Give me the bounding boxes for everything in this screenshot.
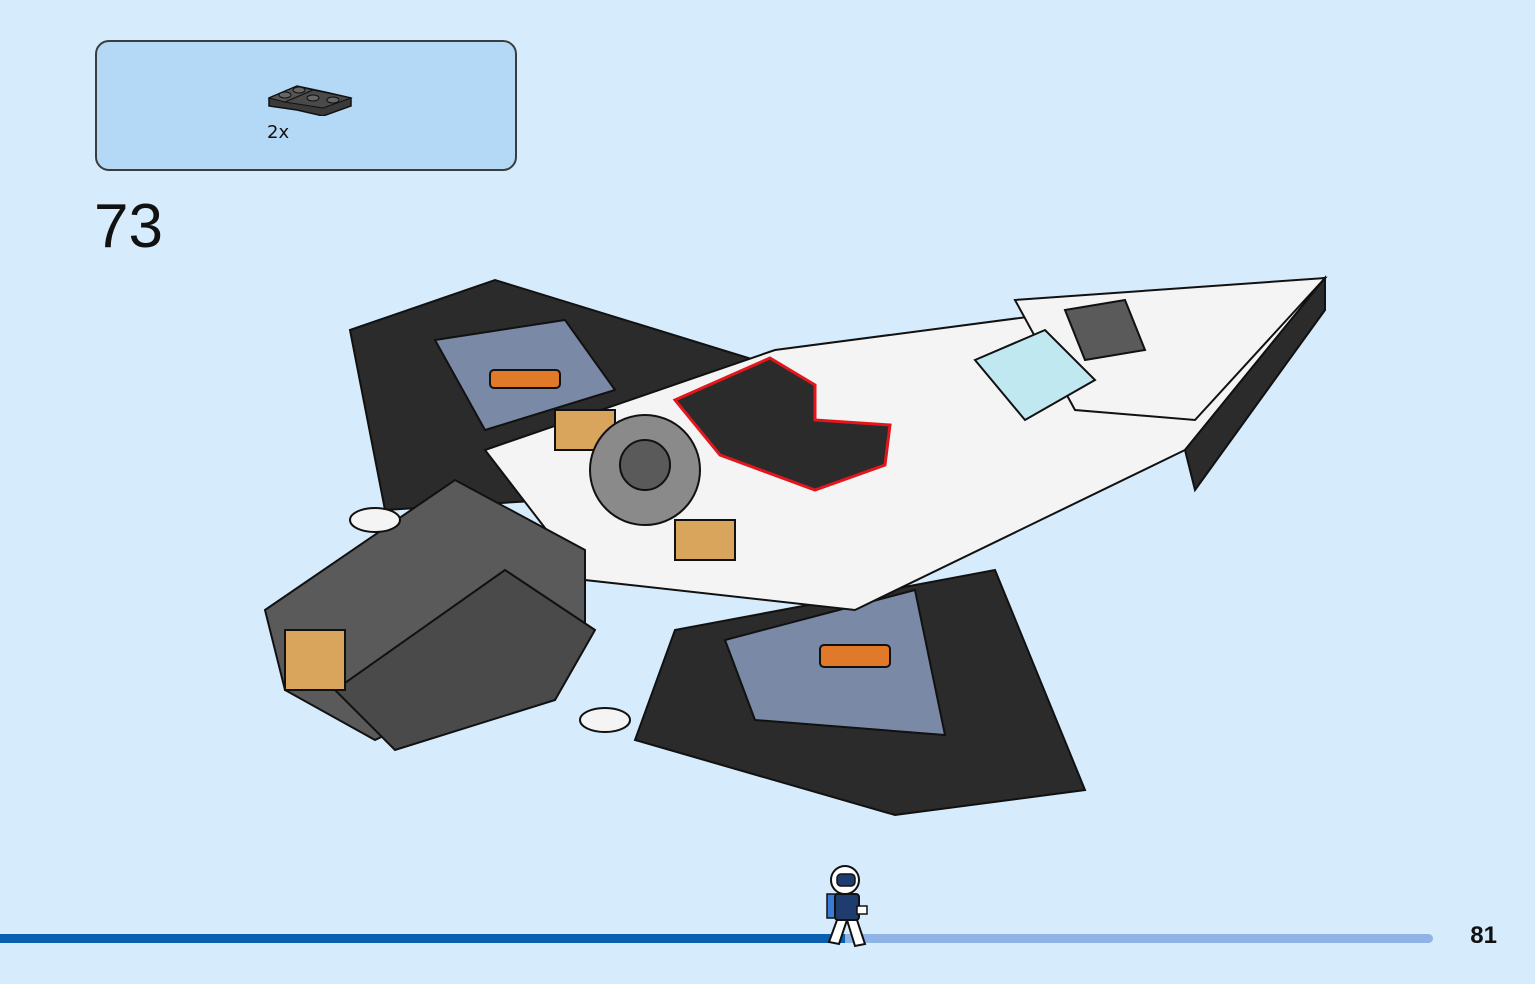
step-number: 73 [94,192,163,261]
part-quantity: 2x [267,122,290,143]
progress-fill [0,934,845,943]
right-wing-front [633,568,1087,817]
engine-nose [263,478,631,752]
page-number: 81 [1470,922,1497,949]
astronaut-progress-icon [826,865,868,948]
black-corner-plate-icon [267,85,353,116]
spaceship-assembly-illustration [263,275,1328,817]
parts-callout-box: 2x [95,40,517,171]
fuselage [483,275,1328,612]
highlighted-new-plates [672,356,892,492]
